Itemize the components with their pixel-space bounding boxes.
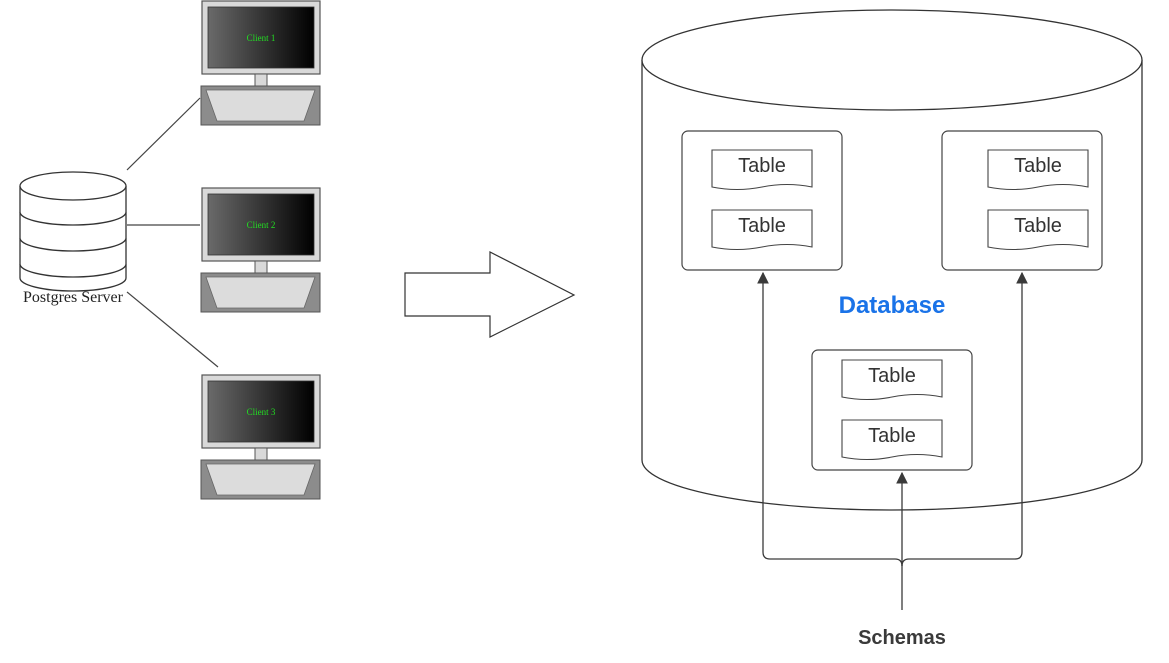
table-card: Table — [841, 359, 943, 401]
schema-connector-left — [757, 271, 903, 567]
schemas-label: Schemas — [858, 627, 946, 649]
keyboard-face — [205, 89, 316, 122]
server-label: Postgres Server — [23, 289, 124, 306]
schema-box-2: Table Table — [941, 130, 1103, 271]
client-label: Client 3 — [247, 407, 276, 417]
table-label: Table — [1014, 215, 1062, 237]
connection-lines — [126, 97, 219, 368]
connection-line-client-1 — [126, 97, 201, 171]
right-arrow-icon — [404, 251, 576, 338]
database-cylinder-icon — [19, 171, 127, 292]
table-card: Table — [987, 209, 1089, 251]
schema-box-1: Table Table — [681, 130, 843, 271]
database-cylinder-top — [641, 9, 1143, 111]
schema-box-3: Table Table — [811, 349, 973, 471]
table-label: Table — [738, 155, 786, 177]
table-card: Table — [711, 149, 813, 191]
client-label: Client 2 — [247, 220, 276, 230]
table-card: Table — [987, 149, 1089, 191]
table-label: Table — [1014, 155, 1062, 177]
table-card: Table — [711, 209, 813, 251]
database-label: Database — [839, 292, 946, 319]
table-card: Table — [841, 419, 943, 461]
computer-terminal-icon: Client 2 — [200, 187, 321, 313]
table-label: Table — [738, 215, 786, 237]
monitor-screen — [207, 193, 315, 256]
connection-line-client-3 — [126, 291, 219, 368]
schema-connector-right — [901, 271, 1028, 567]
keyboard-face — [205, 463, 316, 496]
monitor-neck — [254, 447, 268, 461]
computer-terminal-icon: Client 1 — [200, 0, 321, 126]
table-label: Table — [868, 425, 916, 447]
computer-terminal-icon: Client 3 — [200, 374, 321, 500]
monitor-neck — [254, 73, 268, 87]
clients-group: Client 1 Client 2 Client 3 — [200, 0, 321, 500]
keyboard-face — [205, 276, 316, 309]
client-label: Client 1 — [247, 33, 276, 43]
monitor-neck — [254, 260, 268, 274]
table-label: Table — [868, 365, 916, 387]
monitor-screen — [207, 6, 315, 69]
schema-connectors — [757, 271, 1028, 610]
monitor-screen — [207, 380, 315, 443]
